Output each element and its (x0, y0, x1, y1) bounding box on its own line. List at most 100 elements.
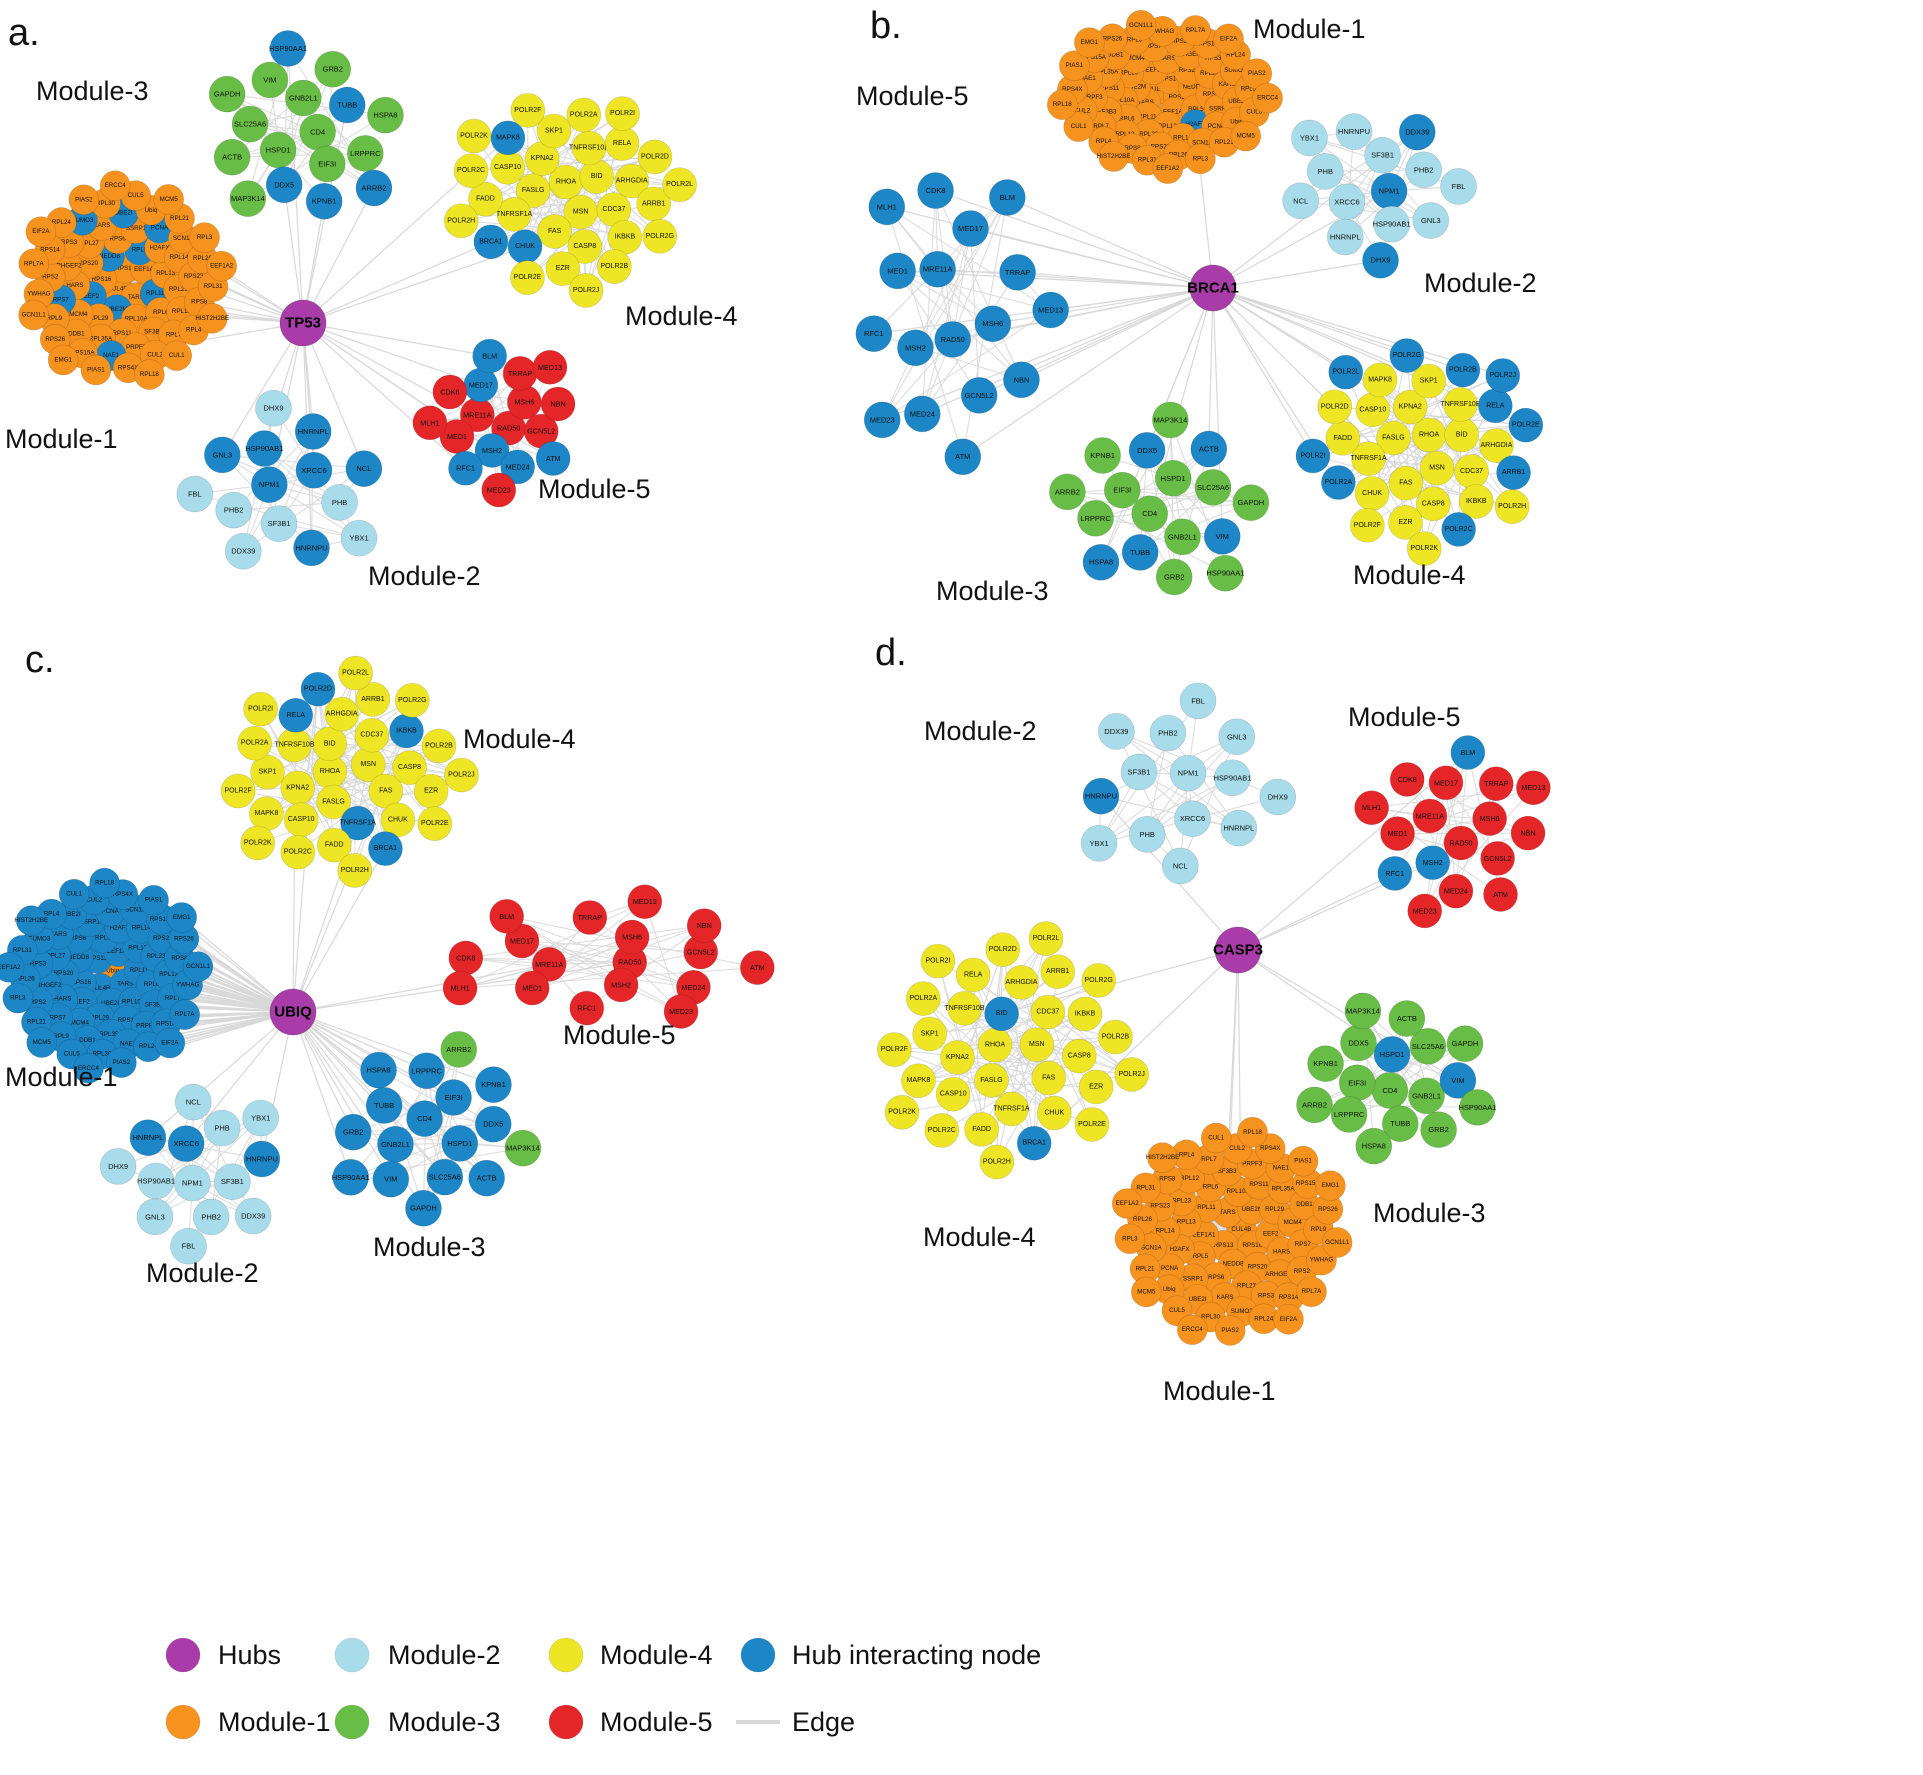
edge (921, 228, 972, 414)
node-POLR2E (510, 260, 545, 295)
node-label-EMG1: EMG1 (173, 914, 191, 921)
node-ARRB1 (355, 682, 391, 717)
edge (390, 1123, 494, 1180)
node-label-RPL26: RPL26 (193, 255, 212, 262)
node-TRRAP (999, 254, 1036, 291)
node-label-UBE2M: UBE2M (106, 306, 127, 313)
node-label-RPL10A: RPL10A (1111, 97, 1135, 104)
node-label-RPL3: RPL3 (197, 234, 213, 241)
node-DHX9 (99, 1148, 137, 1185)
node-label-KPNA2: KPNA2 (531, 155, 554, 162)
node-label-RELA: RELA (613, 140, 632, 147)
node-label-MCM4: MCM4 (1284, 1219, 1303, 1226)
node-FASLG (316, 784, 351, 820)
node-label-RPS13: RPS13 (88, 955, 108, 962)
node-label-MAPK8: MAPK8 (907, 1077, 931, 1084)
node-label-MED1: MED1 (887, 266, 908, 275)
module-label-module-3: Module-3 (936, 576, 1049, 606)
node-PHB (203, 1109, 241, 1147)
hub-edge (292, 1011, 427, 1072)
node-label-PCNA: PCNA (1161, 1265, 1179, 1272)
node-BID (984, 996, 1019, 1032)
node-label-GNB2L1: GNB2L1 (381, 1140, 410, 1149)
node-label-MED24: MED24 (1444, 887, 1468, 896)
node-DDX5 (265, 166, 303, 204)
node-RELA (955, 957, 991, 993)
node-GCN1L1 (182, 951, 214, 982)
node-MAP3K14 (1344, 992, 1382, 1030)
node-label-RPS11: RPS11 (118, 1017, 138, 1024)
node-TNFRSF10B (947, 991, 982, 1026)
node-label-POLR2F: POLR2F (881, 1046, 908, 1053)
node-label-RHOA: RHOA (320, 768, 341, 775)
node-label-TNFRSF1A: TNFRSF1A (496, 211, 533, 218)
node-EEF1A2 (0, 951, 25, 983)
node-label-RPS13: RPS13 (1214, 1242, 1234, 1249)
node-label-MAP3K14: MAP3K14 (1153, 416, 1187, 425)
node-label-POLR2C: POLR2C (1445, 526, 1473, 533)
module-label-module-4: Module-4 (463, 724, 576, 754)
node-label-RPL7A: RPL7A (175, 1011, 195, 1018)
node-label-PRPF3: PRPF3 (1083, 94, 1104, 101)
node-YBX1 (1080, 824, 1118, 862)
node-label-EIF3I: EIF3I (318, 159, 336, 168)
node-MSH6 (614, 919, 650, 955)
node-GAPDH (405, 1189, 442, 1227)
node-label-RPS20: RPS20 (1179, 67, 1199, 74)
node-label-SSRP1: SSRP1 (1183, 1275, 1204, 1282)
node-label-GNL3: GNL3 (213, 450, 233, 459)
node-label-RPL7: RPL7 (1201, 1156, 1217, 1163)
node-label-ARRB1: ARRB1 (1046, 968, 1069, 975)
node-CASP10 (935, 1076, 971, 1112)
node-label-RPL14: RPL14 (132, 925, 151, 932)
node-label-RPS23: RPS23 (1150, 1203, 1170, 1210)
node-HNRNPL (1327, 218, 1364, 256)
node-label-NPM1: NPM1 (1379, 187, 1400, 196)
node-label-RPS15A: RPS15A (71, 350, 96, 357)
node-label-TNFRSF10B: TNFRSF10B (1440, 401, 1480, 408)
node-label-RPS8: RPS8 (171, 955, 188, 962)
node-label-HNRNPL: HNRNPL (1330, 233, 1361, 242)
node-label-GAPDH: GAPDH (1452, 1039, 1479, 1048)
node-HSP90AB1 (245, 430, 283, 467)
edge (263, 448, 360, 539)
node-label-HSPD1: HSPD1 (266, 145, 291, 154)
node-GNL3 (204, 436, 241, 474)
node-label-BLM: BLM (482, 352, 497, 361)
node-POLR2A (1321, 465, 1356, 500)
node-RPL18 (134, 359, 165, 390)
node-label-VIM: VIM (384, 1175, 397, 1184)
node-HSPD1 (1154, 459, 1192, 497)
hub-edge (292, 1011, 352, 1178)
node-YBX1 (340, 519, 378, 557)
node-label-RAD50: RAD50 (1449, 838, 1472, 847)
node-label-RPL18: RPL18 (1243, 1129, 1262, 1136)
node-label-RPS2: RPS2 (42, 274, 59, 281)
node-label-POLR2G: POLR2G (1393, 352, 1421, 359)
node-label-RPS14: RPS14 (156, 1020, 176, 1027)
node-label-CUL1: CUL1 (1208, 1134, 1224, 1141)
node-label-RPL29: RPL29 (1265, 1206, 1284, 1213)
node-FASLG (974, 1063, 1009, 1098)
node-label-ATM: ATM (546, 454, 561, 463)
node-label-CUL2: CUL2 (1229, 1145, 1245, 1152)
node-label-DDX39: DDX39 (1405, 128, 1429, 137)
node-label-EEF1A2: EEF1A2 (0, 964, 21, 971)
node-label-GCN5L2: GCN5L2 (527, 427, 555, 436)
node-label-RPL11: RPL11 (1138, 113, 1157, 120)
node-GCN1L1 (1125, 9, 1157, 41)
node-label-MSH2: MSH2 (1423, 858, 1443, 867)
node-label-POLR2I: POLR2I (248, 706, 273, 713)
node-label-RPS20: RPS20 (78, 260, 98, 267)
node-label-EEF1A1: EEF1A1 (134, 266, 158, 273)
node-label-RPS14: RPS14 (1279, 1294, 1299, 1301)
node-label-MED13: MED13 (1521, 783, 1545, 792)
node-label-CASP10: CASP10 (494, 164, 521, 171)
node-POLR2J (568, 273, 604, 308)
legend-swatch-module-1 (165, 1704, 201, 1740)
node-label-MED17: MED17 (1434, 778, 1458, 787)
node-label-MED24: MED24 (681, 983, 705, 992)
node-label-H2AFX: H2AFX (1185, 121, 1205, 128)
node-label-RPL24: RPL24 (1254, 1315, 1273, 1322)
